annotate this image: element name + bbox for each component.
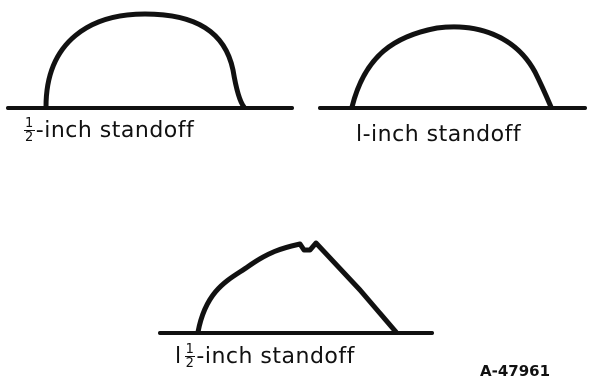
caption-one-inch: l-inch standoff — [356, 124, 521, 146]
curve-one-inch — [349, 24, 554, 110]
figure-id: A-47961 — [480, 362, 551, 380]
fraction-half: 1 2 — [24, 117, 35, 144]
fraction-denominator: 2 — [185, 356, 195, 371]
fraction-numerator: 1 — [184, 342, 196, 357]
caption-text: -inch standoff — [35, 117, 195, 143]
profile-half-inch — [6, 11, 294, 110]
caption-one-and-half-inch: l 1 2 -inch standoff — [175, 343, 355, 370]
fraction-numerator: 1 — [24, 116, 35, 131]
caption-text: l-inch standoff — [356, 122, 522, 147]
fraction-half: 1 2 — [184, 342, 196, 371]
curve-half-inch — [43, 11, 247, 110]
caption-half-inch: 1 2 -inch standoff — [24, 117, 194, 144]
profile-one-and-half-inch — [158, 240, 434, 335]
fraction-denominator: 2 — [25, 130, 34, 145]
caption-whole-number: l — [175, 343, 182, 369]
profile-one-inch — [318, 24, 587, 110]
caption-text: -inch standoff — [196, 343, 355, 369]
curve-one-and-half-inch — [195, 240, 399, 335]
